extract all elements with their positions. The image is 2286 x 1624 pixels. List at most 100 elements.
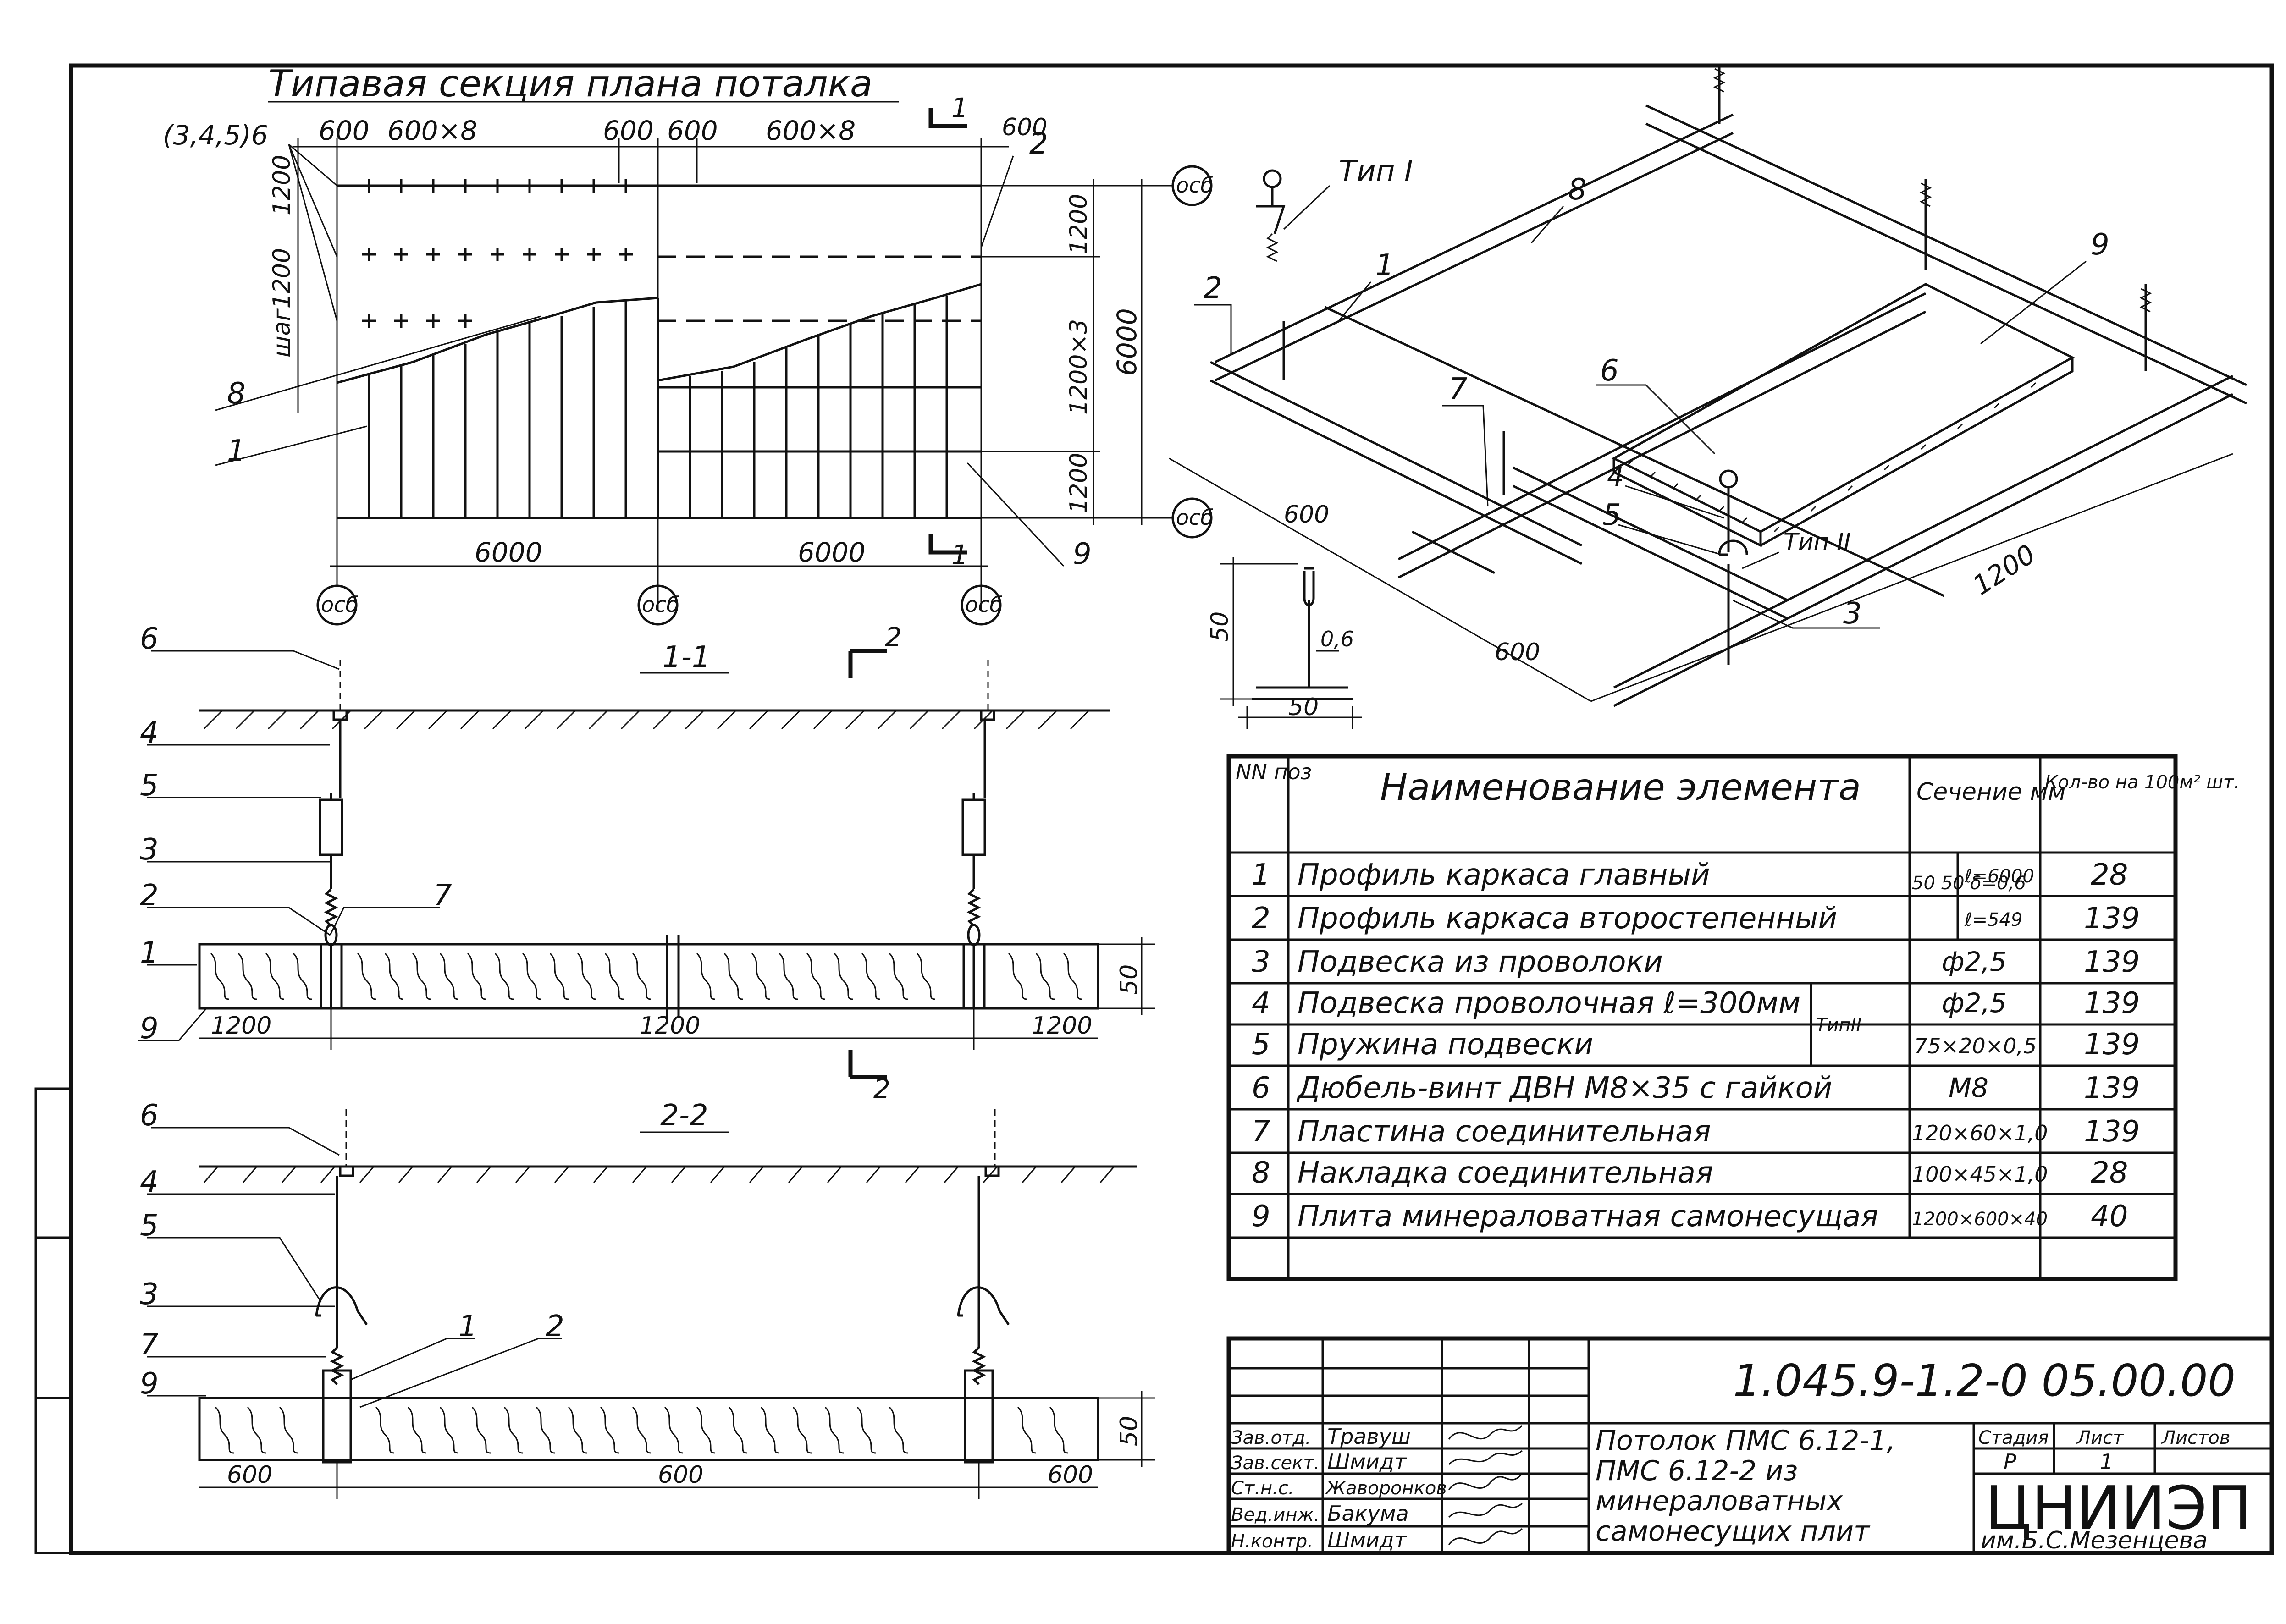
plan-dim-1200x3: 1200×3	[1065, 319, 1093, 415]
s22-callout-9: 9	[140, 1367, 159, 1401]
section-1-1-cut: 2	[885, 622, 902, 653]
profile-thickness: 0,6	[1320, 627, 1354, 651]
name-2: Шмидт	[1327, 1449, 1407, 1474]
s22-callout-6: 6	[140, 1099, 159, 1133]
row-7-pos: 7	[1252, 1115, 1270, 1149]
signatories: Зав.отд. Зав.сект. Ст.н.с. Вед.инж. Н.ко…	[1231, 1424, 1523, 1552]
iso-callout-4: 4	[1607, 461, 1624, 492]
name-4: Бакума	[1327, 1501, 1409, 1526]
iso-dim-1200: 1200	[1967, 538, 2041, 601]
iso-tip-1: Тип I	[1339, 154, 1413, 188]
mineral-plate-2-2	[198, 1369, 1099, 1464]
axis-bubble-top: осб	[1176, 173, 1214, 198]
th-qty: Кол-во на 100м² шт.	[2045, 772, 2240, 793]
s22-callout-3: 3	[140, 1277, 159, 1311]
s11-callout-5: 5	[140, 769, 159, 803]
row-6-section: М8	[1949, 1072, 1988, 1103]
row-4-qty: 139	[2084, 986, 2140, 1020]
plan-dim-600-d: 600	[1002, 114, 1047, 141]
row-1-qty: 28	[2091, 858, 2128, 892]
role-1: Зав.отд.	[1231, 1427, 1311, 1448]
cut-mark-bottom: 1	[951, 539, 968, 570]
name-5: Шмидт	[1327, 1528, 1407, 1552]
row-4-section: ф2,5	[1942, 987, 2007, 1018]
axis-bubble-1: осб	[321, 592, 359, 617]
plan-dim-6000-left: 6000	[475, 537, 542, 568]
s11-callout-3: 3	[140, 833, 159, 867]
row-1-pos: 1	[1252, 858, 1270, 892]
th-pos: NN поз	[1236, 760, 1312, 784]
s22-callout-5: 5	[140, 1209, 159, 1243]
row-9-qty: 40	[2091, 1200, 2128, 1233]
s11-callout-4: 4	[140, 716, 159, 750]
s11-dim-1200-b: 1200	[640, 1012, 700, 1040]
sheet-value: 1	[2100, 1449, 2113, 1474]
plan-label-step: шаг1200	[268, 248, 296, 358]
plan-label-multi: (3,4,5)6	[163, 120, 268, 151]
th-name: Наименование элемента	[1380, 766, 1861, 809]
s22-hanger-right	[957, 1109, 1010, 1385]
row-4-name: Подвеска проволочная ℓ=300мм	[1298, 986, 1800, 1020]
hanger-right	[961, 660, 995, 1008]
section-2-2-title: 2-2	[660, 1099, 708, 1133]
row-5-section: 75×20×0,5	[1914, 1034, 2037, 1058]
sheet-label: Лист	[2076, 1427, 2124, 1448]
role-5: Н.контр.	[1231, 1531, 1313, 1552]
row-3-qty: 139	[2084, 945, 2140, 979]
row-5-name: Пружина подвески	[1298, 1028, 1593, 1062]
plan-callout-9: 9	[1073, 537, 1092, 571]
name-1: Травуш	[1327, 1424, 1411, 1449]
s22-hanger-left	[315, 1109, 368, 1385]
row-9-section: 1200×600×40	[1912, 1209, 2048, 1230]
s22-dim-600-c: 600	[1048, 1461, 1093, 1489]
row-2-section: ℓ=549	[1964, 909, 2022, 930]
row-6-pos: 6	[1252, 1071, 1270, 1105]
profile-height: 50	[1206, 611, 1234, 642]
role-3: Ст.н.с.	[1231, 1478, 1294, 1499]
row-6-name: Дюбель-винт ДВН М8×35 с гайкой	[1296, 1071, 1832, 1105]
plan-dim-1200-bottom: 1200	[1065, 453, 1093, 513]
s11-callout-7: 7	[433, 879, 452, 913]
name-3: Жаворонков	[1325, 1478, 1447, 1499]
signature-marks	[1448, 1425, 1523, 1545]
row-8-qty: 28	[2091, 1156, 2128, 1190]
tip-label: ТипII	[1816, 1015, 1861, 1036]
drawing-description: Потолок ПМС 6.12-1, ПМС 6.12-2 из минера…	[1596, 1426, 1896, 1547]
iso-callout-2: 2	[1204, 271, 1222, 305]
row-6-qty: 139	[2084, 1071, 2140, 1105]
s22-dim-600-b: 600	[658, 1461, 703, 1489]
iso-plate-edge	[1627, 382, 2037, 533]
stage-label: Стадия	[1978, 1427, 2049, 1448]
section-1-1-cut-bottom: 2	[873, 1073, 890, 1104]
plan-dim-600x8-b: 600×8	[766, 115, 856, 146]
iso-callout-5: 5	[1602, 498, 1621, 532]
s11-dim-1200-c: 1200	[1032, 1012, 1092, 1040]
s22-dim-50: 50	[1115, 1416, 1143, 1446]
plan-grid-right	[657, 296, 981, 518]
row-1-name: Профиль каркаса главный	[1298, 858, 1710, 892]
s11-callout-9: 9	[140, 1012, 159, 1046]
plan-fasteners	[362, 179, 633, 328]
role-4: Вед.инж.	[1231, 1504, 1320, 1525]
th-section: Сечение мм	[1916, 778, 2066, 806]
s11-callout-2: 2	[140, 879, 159, 913]
ceiling-plan: Типавая секция плана поталка 600 600×8 6…	[163, 62, 1214, 626]
iso-callout-6: 6	[1600, 354, 1619, 388]
row-4-pos: 4	[1252, 986, 1270, 1020]
stage-value: Р	[2004, 1449, 2016, 1474]
s22-callout-4: 4	[140, 1165, 159, 1199]
spec-rows: 1 Профиль каркаса главный ℓ=6000 28 2 Пр…	[1252, 858, 2140, 1233]
profile-width: 50	[1288, 694, 1319, 721]
row-3-pos: 3	[1252, 945, 1270, 979]
profile-dims-note: 50 50 δ=0,6	[1912, 873, 2026, 894]
hanger-type-1	[1256, 169, 1286, 262]
plan-dim-600-b: 600	[603, 115, 654, 146]
plan-callout-1: 1	[227, 434, 246, 468]
plan-title: Типавая секция плана поталка	[268, 62, 872, 105]
plan-label-1200: 1200	[268, 155, 296, 215]
row-8-pos: 8	[1252, 1156, 1270, 1190]
axis-bubble-bottom: осб	[1176, 505, 1214, 530]
s11-callout-1: 1	[140, 936, 159, 970]
plan-dim-6000-right: 6000	[1111, 308, 1143, 376]
iso-callout-8: 8	[1568, 173, 1587, 207]
